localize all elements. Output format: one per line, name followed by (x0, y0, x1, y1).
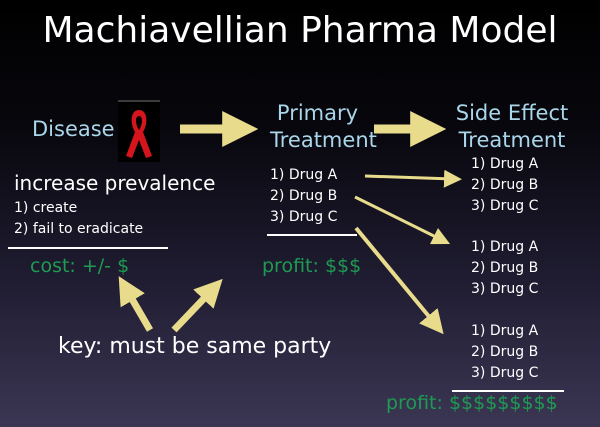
list-item: 3) Drug C (471, 198, 539, 214)
key-arrow-to-cost (118, 276, 154, 332)
key-note: key: must be same party (58, 334, 332, 359)
list-item: 1) create (14, 200, 78, 216)
side-effect-group-1: 1) Drug A 2) Drug B 3) Drug C (471, 154, 538, 217)
side-effect-group-3: 1) Drug A 2) Drug B 3) Drug C (471, 321, 538, 384)
side-effect-group-2: 1) Drug A 2) Drug B 3) Drug C (471, 237, 538, 300)
arrow-drug-c-to-group-3 (354, 226, 444, 335)
list-item: 1) Drug A (471, 323, 539, 339)
disease-subtitle: increase prevalence (14, 171, 216, 195)
list-item: 3) Drug C (270, 209, 338, 225)
list-item: 1) Drug A (471, 156, 539, 172)
red-ribbon-icon (118, 100, 160, 162)
primary-drug-list: 1) Drug A 2) Drug B 3) Drug C (270, 165, 337, 228)
side-effect-heading-line1: Side Effect (455, 101, 569, 125)
primary-heading: Primary Treatment (270, 100, 377, 154)
list-item: 1) Drug A (270, 167, 338, 183)
list-item: 2) Drug B (270, 188, 338, 204)
list-item: 3) Drug C (471, 281, 539, 297)
list-item: 2) Drug B (471, 177, 539, 193)
disease-label: Disease (32, 117, 115, 141)
slide-title: Machiavellian Pharma Model (42, 10, 558, 51)
list-item: 2) Drug B (471, 260, 539, 276)
primary-heading-line2: Treatment (270, 128, 377, 152)
arrow-drug-a-to-group-1 (364, 169, 462, 188)
side-effect-profit-label: profit: $$$$$$$$$ (386, 392, 558, 414)
list-item: 3) Drug C (471, 365, 539, 381)
side-effect-heading-line2: Treatment (458, 128, 566, 152)
primary-heading-line1: Primary (276, 101, 359, 125)
list-item: 2) fail to eradicate (14, 221, 144, 237)
side-effect-heading: Side Effect Treatment (448, 100, 576, 154)
arrow-drug-b-to-group-2 (354, 195, 451, 245)
key-arrow-to-profit (171, 278, 223, 333)
disease-items: 1) create 2) fail to eradicate (14, 198, 143, 240)
list-item: 2) Drug B (471, 344, 539, 360)
cost-label: cost: +/- $ (30, 255, 130, 277)
primary-profit-label: profit: $$$ (262, 255, 362, 277)
list-item: 1) Drug A (471, 239, 539, 255)
